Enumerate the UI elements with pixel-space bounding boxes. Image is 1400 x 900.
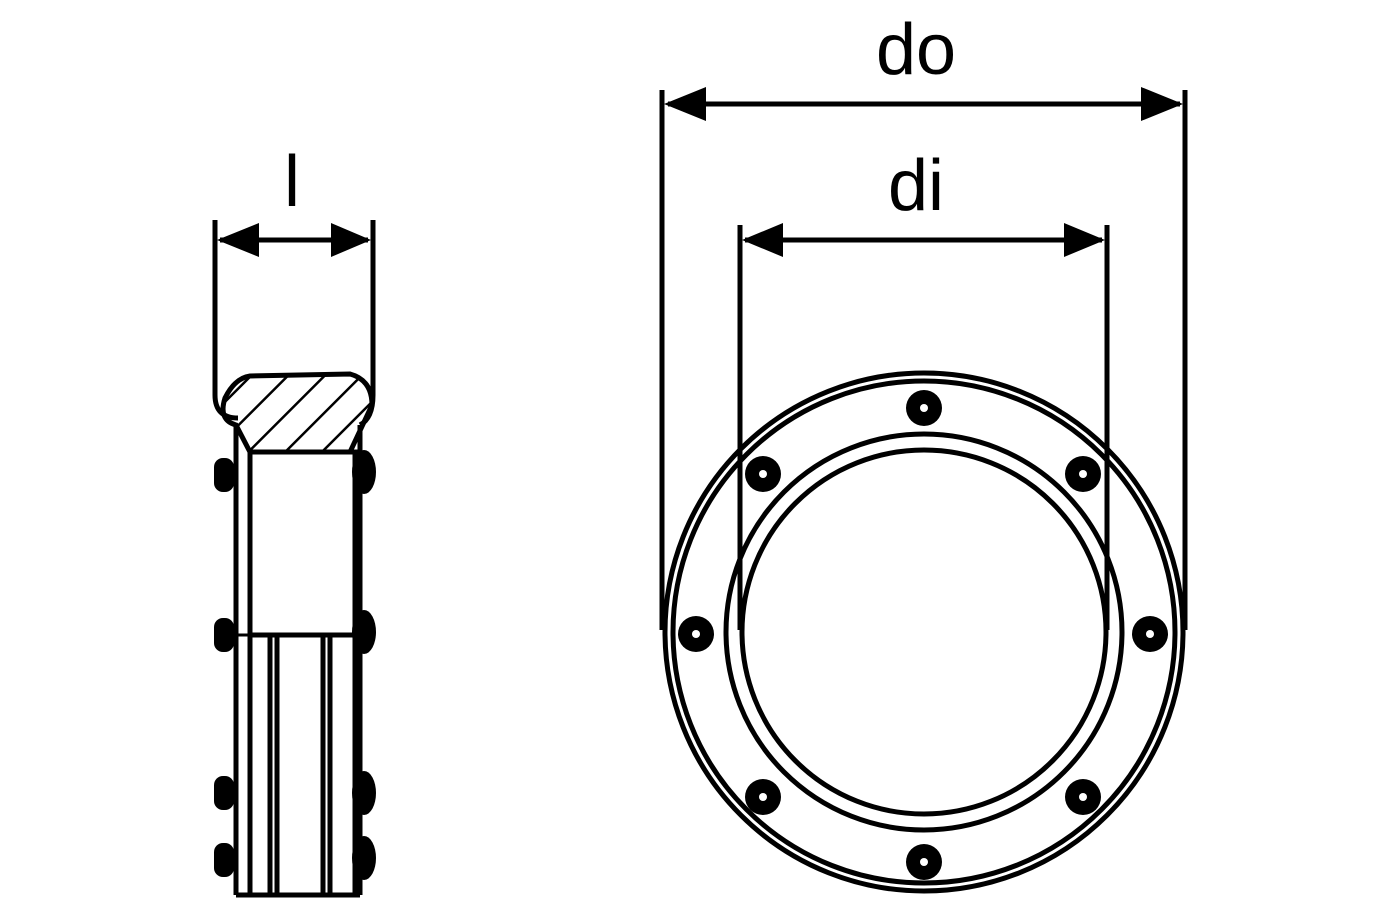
arrow-head (742, 223, 783, 257)
bolt-heads-left (214, 458, 234, 877)
arrow-head (331, 223, 371, 257)
side-view (212, 220, 376, 898)
bolt-heads-right (352, 450, 376, 880)
bolt-holes (678, 390, 1168, 880)
label-inner-diameter: di (888, 146, 945, 226)
arrow-head (1064, 223, 1105, 257)
arrow-head (1141, 87, 1183, 121)
front-view (659, 87, 1188, 894)
hatched-seal-section (220, 371, 375, 455)
label-outer-diameter: do (876, 10, 957, 90)
flange-outer-edge (662, 370, 1186, 894)
label-length: l (284, 142, 300, 222)
inner-body (247, 449, 358, 638)
arrow-head (217, 223, 259, 257)
arrow-head (664, 87, 706, 121)
bore (739, 447, 1109, 817)
flange-inner-edge (723, 431, 1125, 833)
